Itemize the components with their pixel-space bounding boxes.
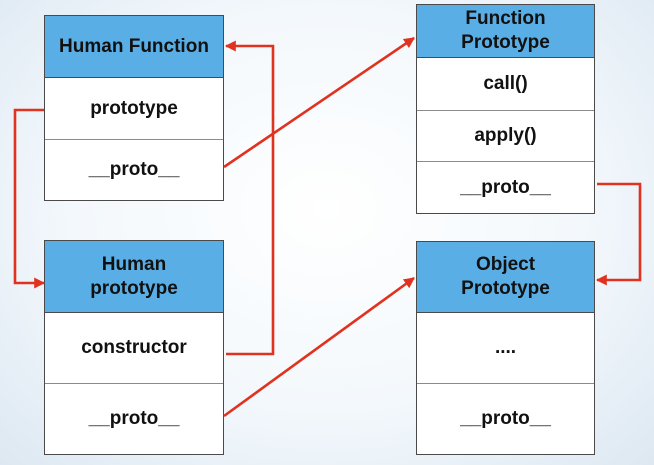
human-function-prototype-row: prototype [90, 97, 178, 119]
function-prototype-call-row: call() [483, 73, 528, 95]
object-prototype-box: Object Prototype .... __proto__ [416, 241, 595, 455]
human-prototype-title: Human prototype [45, 241, 223, 314]
human-prototype-constructor-row: constructor [81, 337, 187, 359]
arrow-prototype-to-human-prototype [13, 108, 46, 289]
human-function-title: Human Function [45, 16, 223, 79]
human-prototype-box: Human prototype constructor __proto__ [44, 240, 224, 455]
arrow-constructor-to-human-function [224, 40, 275, 356]
arrow-fp-proto-to-object-prototype [595, 182, 642, 286]
human-function-proto-row: __proto__ [45, 138, 223, 200]
arrow-hp-proto-to-object-prototype [223, 276, 415, 418]
object-prototype-proto-row: __proto__ [417, 382, 594, 454]
function-prototype-title: Function Prototype [417, 5, 594, 59]
human-prototype-proto-row: __proto__ [45, 382, 223, 454]
function-prototype-proto-row: __proto__ [417, 161, 594, 213]
function-prototype-apply-row: apply() [417, 109, 594, 162]
object-prototype-title: Object Prototype [417, 242, 594, 314]
arrow-hf-proto-to-function-prototype [223, 36, 415, 169]
function-prototype-box: Function Prototype call() apply() __prot… [416, 4, 595, 214]
object-prototype-ellipsis-row: .... [494, 337, 517, 359]
human-function-box: Human Function prototype __proto__ [44, 15, 224, 201]
